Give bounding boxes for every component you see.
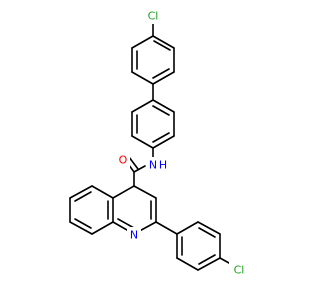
atom-label-nh: N H [146, 157, 170, 173]
bond [197, 257, 221, 271]
carbonyl-double-bond-b [128, 156, 139, 170]
bond [131, 135, 154, 149]
atom-label-n-ring: N [127, 227, 141, 243]
bond [152, 71, 175, 85]
oxygen-label: O [119, 154, 128, 167]
bond [197, 221, 221, 235]
atom-label-cl-bottom: Cl [229, 262, 249, 278]
bond [112, 185, 135, 199]
bond [152, 132, 170, 143]
bond [91, 185, 114, 199]
ring-nitrogen-label: N [130, 229, 138, 242]
quinoline-pyridine-ring [112, 185, 157, 235]
molecule-structure: Cl O N H N Cl [69, 8, 249, 278]
bond [131, 71, 154, 85]
quinoline-benzo-ring [69, 185, 114, 235]
bond [198, 227, 216, 238]
bond [152, 105, 170, 116]
bond [153, 40, 171, 51]
atom-label-cl-top: Cl [143, 8, 163, 24]
top-chlorophenyl-ring [131, 23, 175, 85]
bond [152, 68, 170, 79]
chlorine-label: Cl [148, 10, 159, 23]
bond [131, 35, 154, 49]
bond [74, 218, 92, 229]
bond [74, 191, 92, 202]
atom-label-o: O [116, 152, 130, 168]
amide-nitrogen-label: N [149, 159, 157, 172]
chlorine-label: Cl [234, 264, 245, 277]
bond [131, 99, 154, 113]
n-carbonyl-bond [133, 165, 146, 173]
bond [152, 135, 175, 149]
c2-aryl-bond [155, 221, 178, 235]
bottom-chlorophenyl-ring [176, 221, 230, 271]
bond [176, 257, 199, 271]
middle-phenyl-ring [131, 99, 175, 149]
bond [117, 218, 135, 229]
bond [198, 254, 216, 265]
bond [176, 221, 199, 235]
bond [69, 221, 93, 235]
bond [152, 35, 175, 49]
bond [152, 99, 175, 113]
amide-hydrogen-label: H [159, 159, 167, 172]
bond [69, 185, 93, 199]
bond [219, 257, 230, 264]
bond [133, 185, 157, 199]
bond [91, 221, 114, 235]
